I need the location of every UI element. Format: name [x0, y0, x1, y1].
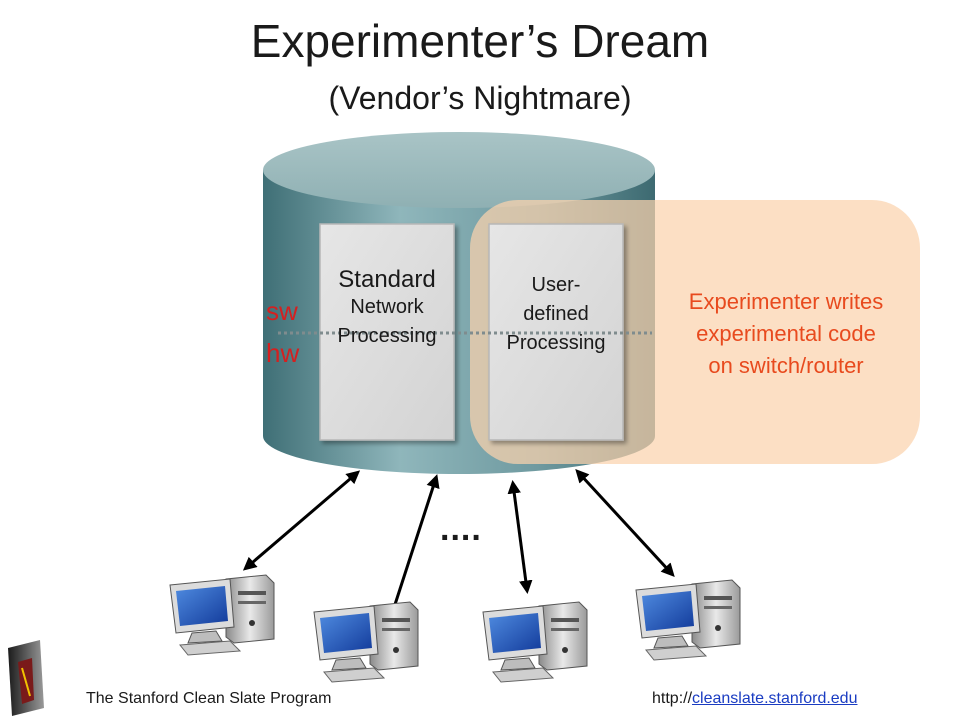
user-line-2: defined: [523, 303, 589, 325]
slide-subtitle: (Vendor’s Nightmare): [328, 80, 632, 116]
standard-line-1: Standard: [338, 266, 436, 293]
standard-processing-label: Standard Network Processing: [320, 224, 454, 440]
slide-title: Experimenter’s Dream: [250, 15, 710, 67]
footer-url-link[interactable]: cleanslate.stanford.edu: [692, 690, 858, 707]
experimenter-note: Experimenter writes experimental code on…: [664, 286, 908, 382]
standard-line-3: Processing: [337, 325, 437, 347]
experimenter-note-line-1: Experimenter writes: [688, 289, 884, 314]
user-processing-label: User- defined Processing: [489, 224, 623, 440]
footer-url: http://cleanslate.stanford.edu: [652, 690, 857, 708]
stanford-logo-icon: [8, 640, 44, 716]
experimenter-note-line-2: experimental code: [696, 321, 876, 346]
computer-icon: [169, 574, 275, 656]
standard-line-2: Network: [350, 296, 424, 318]
link-arrow: [507, 479, 533, 595]
user-line-3: Processing: [506, 332, 606, 354]
experimenter-note-line-3: on switch/router: [708, 353, 864, 378]
footer-program: The Stanford Clean Slate Program: [86, 690, 332, 707]
computer-icon: [313, 601, 419, 683]
link-arrow: [385, 474, 440, 627]
footer-url-prefix: http://: [652, 690, 693, 707]
link-arrow: [575, 469, 675, 577]
more-hosts-ellipsis: ....: [440, 510, 482, 548]
hw-label: hw: [266, 338, 300, 368]
sw-label: sw: [266, 296, 298, 326]
user-line-1: User-: [531, 274, 581, 296]
computer-icon: [482, 601, 588, 683]
link-arrow: [242, 470, 361, 571]
computer-icon: [635, 579, 741, 661]
